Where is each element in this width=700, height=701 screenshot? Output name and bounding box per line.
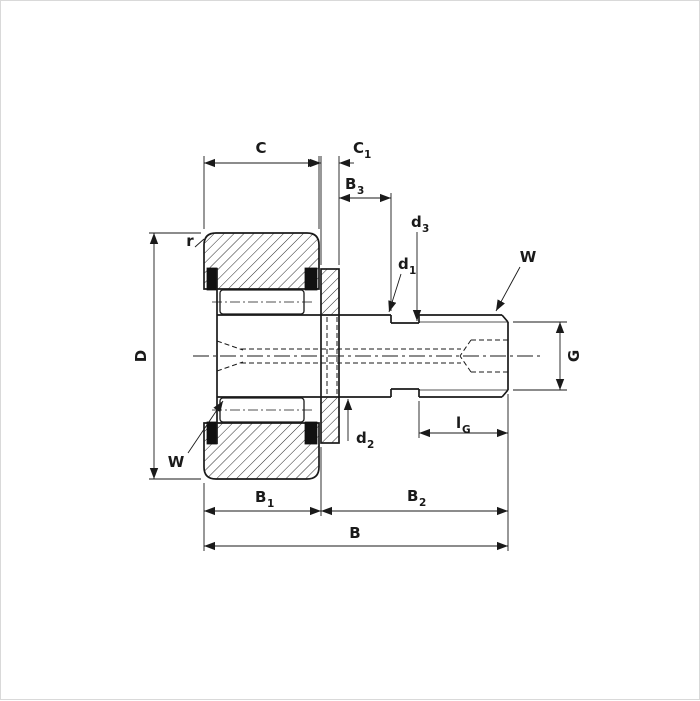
dimension-lines <box>149 158 565 551</box>
dim-label-d2-sub: 2 <box>367 439 374 451</box>
dim-label-lg-sub: G <box>462 424 471 436</box>
dim-label-d2: d <box>356 429 367 447</box>
stud-collar-hatch-top <box>320 268 340 316</box>
hidden-details <box>216 317 508 395</box>
dim-label-b3-sub: 3 <box>357 185 364 197</box>
dim-label-lg: l <box>456 414 461 432</box>
dim-label-b1-sub: 1 <box>267 498 274 510</box>
thread-chamfer-top <box>501 314 509 323</box>
leader-w-top <box>495 266 521 312</box>
stud <box>216 268 420 444</box>
outer-ring-bottom-section <box>203 422 320 480</box>
seal-bottom-right <box>304 421 318 445</box>
leader-d1 <box>388 273 402 313</box>
thread <box>419 314 509 398</box>
hex-socket-cone-bottom <box>459 355 472 373</box>
dim-label-g: G <box>565 350 583 362</box>
dim-label-b: B <box>349 524 360 542</box>
seals <box>206 267 318 445</box>
dim-label-d1-sub: 1 <box>409 265 416 277</box>
leader-w-bottom <box>187 400 224 454</box>
seal-top-right <box>304 267 318 291</box>
outer-ring-top-section <box>203 232 320 290</box>
dim-label-b1: B <box>255 488 266 506</box>
dim-label-d1: d <box>398 255 409 273</box>
dimension-labels: C C 1 B 3 d 3 d 1 W r D G W d 2 l G B 1 … <box>132 139 583 542</box>
leader-r <box>194 238 205 248</box>
outer-ring <box>203 232 320 480</box>
dim-label-b3: B <box>345 175 356 193</box>
dim-label-r: r <box>186 232 194 250</box>
lube-countersink-top <box>216 340 244 351</box>
lube-countersink-bottom <box>216 361 244 372</box>
hex-socket-cone-top <box>459 339 472 357</box>
extension-lines <box>149 156 567 551</box>
dim-label-b2-sub: 2 <box>419 497 426 509</box>
seal-top-left <box>206 267 218 291</box>
dim-label-d3: d <box>411 213 422 231</box>
dim-label-b2: B <box>407 487 418 505</box>
dim-label-c1-sub: 1 <box>364 149 371 161</box>
stud-collar-hatch-bottom <box>320 396 340 444</box>
dim-label-c: C <box>255 139 266 157</box>
dim-label-w-bottom: W <box>168 453 185 471</box>
dim-label-d: D <box>132 350 150 362</box>
dim-label-d3-sub: 3 <box>422 223 429 235</box>
dim-label-w-top: W <box>520 248 537 266</box>
seal-bottom-left <box>206 421 218 445</box>
dim-label-c1: C <box>353 139 364 157</box>
thread-chamfer-bottom <box>501 389 509 398</box>
